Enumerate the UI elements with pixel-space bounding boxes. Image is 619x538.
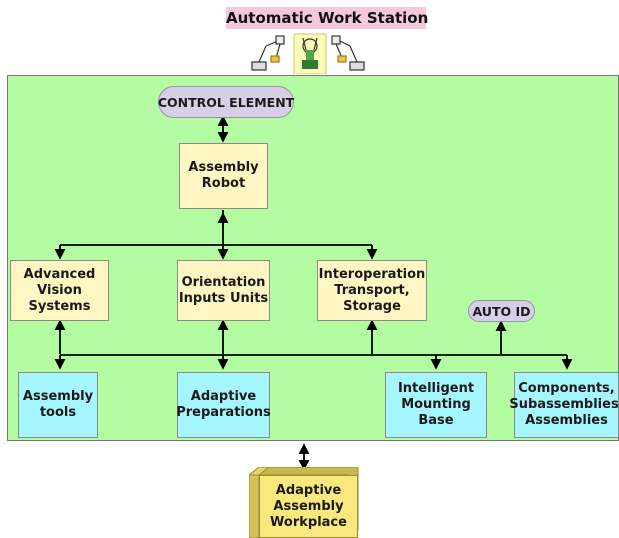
assembly-tools-node: Assembly tools bbox=[18, 372, 98, 438]
adaptive-preparations-node: Adaptive Preparations bbox=[176, 372, 271, 438]
advanced-vision-node: Advanced Vision Systems bbox=[10, 260, 109, 321]
orientation-inputs-node: Orientation Inputs Units bbox=[177, 260, 270, 321]
interoperation-node: Interoperation Transport, Storage bbox=[317, 260, 427, 321]
components-node: Components, Subassemblies, Assemblies bbox=[509, 372, 619, 438]
robot-arm-icon bbox=[251, 35, 285, 71]
control-element-node: CONTROL ELEMENT bbox=[158, 86, 294, 118]
robot-arm-icon bbox=[331, 35, 365, 71]
adaptive-workplace-cube: Adaptive Assembly Workplace bbox=[249, 467, 359, 538]
adaptive-workplace-node: Adaptive Assembly Workplace bbox=[259, 475, 358, 538]
auto-id-node: AUTO ID bbox=[468, 300, 535, 322]
assembly-robot-node: Assembly Robot bbox=[179, 143, 268, 209]
gripper-tool-icon bbox=[293, 33, 327, 74]
intelligent-mounting-node: Intelligent Mounting Base bbox=[385, 372, 487, 438]
robot-icons-strip bbox=[251, 33, 365, 74]
diagram-title: Automatic Work Station bbox=[226, 7, 429, 29]
